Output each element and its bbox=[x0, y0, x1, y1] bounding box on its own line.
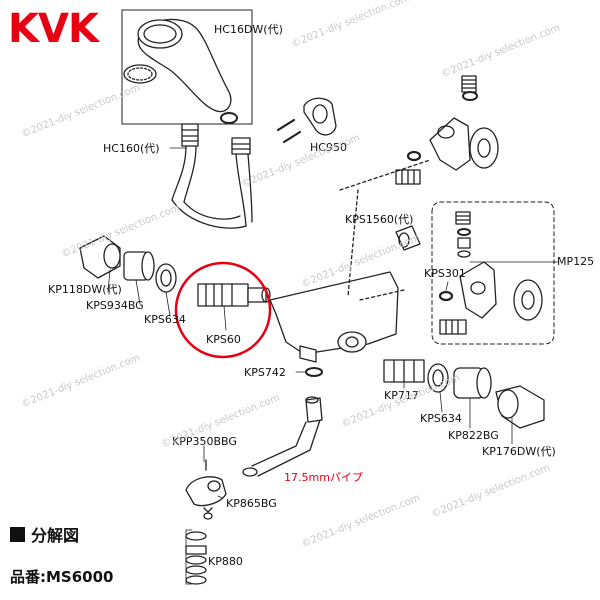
leader-lines bbox=[107, 147, 559, 585]
faucet-body bbox=[269, 189, 405, 363]
label-kp176dw: KP176DW(代) bbox=[482, 445, 556, 458]
upper-elbow-assembly bbox=[339, 75, 499, 191]
label-hc950: HC950 bbox=[310, 141, 347, 154]
model-number: 品番:MS6000 bbox=[10, 566, 113, 587]
label-kps60: KPS60 bbox=[206, 333, 241, 346]
mp125-inset bbox=[431, 201, 555, 345]
label-kps301: KPS301 bbox=[424, 267, 466, 280]
label-kp822bg: KP822BG bbox=[448, 429, 499, 442]
label-kp880: KP880 bbox=[208, 555, 243, 568]
label-hc160: HC160(代) bbox=[103, 142, 160, 155]
label-kp865bg: KP865BG bbox=[226, 497, 277, 510]
label-hc16dw: HC16DW(代) bbox=[214, 23, 283, 36]
label-kps934bg: KPS934BG bbox=[86, 299, 144, 312]
brand-logo: KVK bbox=[8, 6, 99, 52]
right-handle-parts bbox=[383, 359, 545, 429]
black-square-icon bbox=[10, 526, 25, 542]
shower-head-inset bbox=[121, 9, 253, 125]
highlight-circle bbox=[174, 261, 272, 359]
model-value: MS6000 bbox=[46, 568, 114, 586]
label-pipe-note: 17.5mmパイプ bbox=[284, 471, 363, 484]
kps1560-fitting bbox=[395, 225, 421, 251]
label-kp118dw: KP118DW(代) bbox=[48, 283, 122, 296]
label-kps742: KPS742 bbox=[244, 366, 286, 379]
kps60-cartridge bbox=[197, 283, 271, 307]
label-kps1560: KPS1560(代) bbox=[345, 213, 414, 226]
hook-hc950 bbox=[276, 97, 337, 144]
label-kps634-right: KPS634 bbox=[420, 412, 462, 425]
model-prefix: 品番: bbox=[10, 568, 46, 586]
shower-hose bbox=[171, 123, 253, 229]
section-title-text: 分解図 bbox=[31, 526, 80, 545]
label-kps634-left: KPS634 bbox=[144, 313, 186, 326]
label-kp717: KP717 bbox=[384, 389, 419, 402]
spout-pipe bbox=[242, 367, 323, 477]
label-kpp350bbg: KPP350BBG bbox=[172, 435, 237, 448]
section-title: 分解図 bbox=[10, 522, 79, 546]
left-handle-parts bbox=[79, 235, 177, 293]
label-mp125: MP125 bbox=[557, 255, 595, 268]
